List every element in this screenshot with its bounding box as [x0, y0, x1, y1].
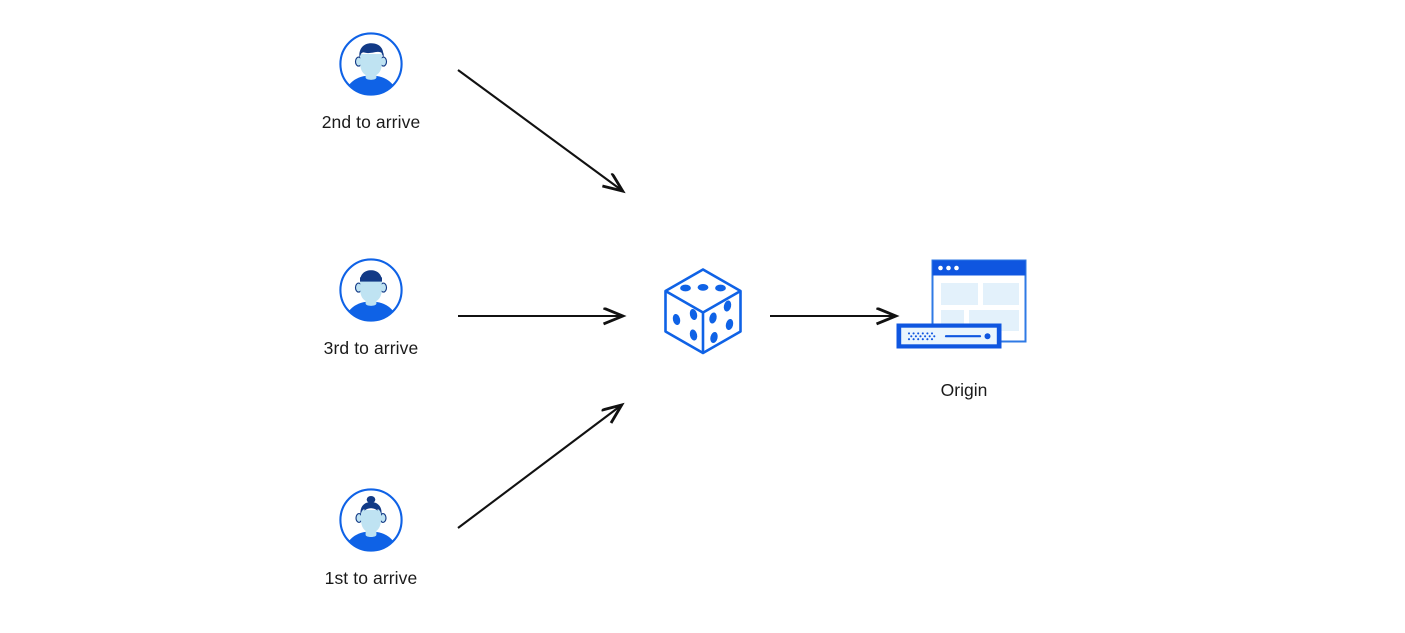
dice-icon [662, 266, 744, 361]
client-node-top: 2nd to arrive [307, 30, 435, 133]
server-rack-icon [896, 323, 1002, 349]
arrow-top-to-dice [457, 69, 622, 191]
user-avatar-icon [337, 256, 405, 324]
origin-server-icon [894, 254, 1034, 369]
client-label-top: 2nd to arrive [321, 112, 421, 132]
client-label-middle: 3rd to arrive [323, 338, 419, 358]
arrow-bottom-to-dice [457, 406, 621, 529]
user-avatar-icon [337, 486, 405, 554]
client-node-bottom: 1st to arrive [307, 486, 435, 589]
client-node-middle: 3rd to arrive [307, 256, 435, 359]
user-avatar-icon [337, 30, 405, 98]
client-label-bottom: 1st to arrive [324, 568, 418, 588]
origin-label: Origin [940, 380, 988, 400]
